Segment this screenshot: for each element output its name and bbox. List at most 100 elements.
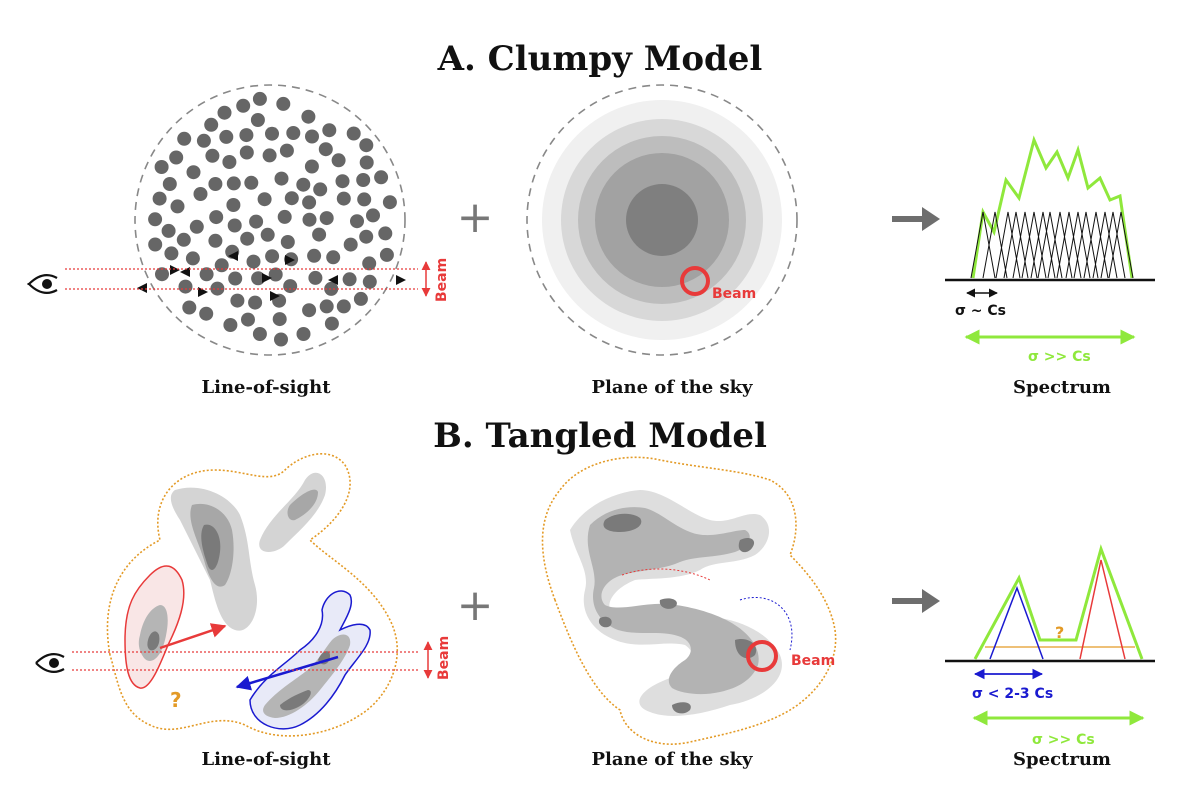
clump	[262, 148, 277, 163]
plus-icon: +	[457, 580, 494, 631]
spectrum-b	[945, 544, 1155, 726]
clump	[284, 191, 299, 206]
caption-sky-a: Plane of the sky	[591, 377, 753, 398]
clump	[230, 293, 245, 308]
spectral-component-line	[982, 211, 1008, 279]
clump	[304, 159, 319, 174]
clump	[244, 175, 259, 190]
clump	[359, 138, 374, 153]
clump	[170, 199, 185, 214]
clump	[189, 219, 204, 234]
clump	[307, 248, 322, 263]
clump	[308, 270, 323, 285]
clump	[362, 256, 377, 271]
eye-icon	[35, 652, 65, 674]
spectral-component-line	[1056, 211, 1082, 279]
clump	[227, 218, 242, 233]
clump-arrowhead	[198, 287, 208, 297]
clump	[164, 246, 179, 261]
spectral-component-line	[970, 211, 996, 279]
clump	[357, 192, 372, 207]
clump	[356, 173, 371, 187]
tangled-los	[106, 453, 399, 737]
clump	[199, 306, 214, 321]
clump	[312, 227, 327, 242]
clump	[277, 209, 292, 224]
clump	[301, 109, 316, 124]
clump	[154, 160, 169, 174]
spectral-component-line	[1012, 211, 1038, 279]
clump	[241, 312, 255, 327]
clump	[359, 229, 374, 244]
clump	[209, 210, 224, 225]
eye-icon	[27, 273, 58, 295]
spectral-component-line	[1003, 211, 1029, 279]
clump	[182, 300, 197, 315]
caption-spec-a: Spectrum	[1013, 377, 1111, 398]
clump	[176, 232, 191, 247]
clump	[248, 295, 263, 310]
clump	[265, 126, 279, 141]
caption-spec-b: Spectrum	[1013, 749, 1111, 770]
clump	[185, 251, 200, 266]
sky-beam-label-a: Beam	[712, 286, 756, 302]
clump	[161, 223, 176, 238]
clump	[265, 249, 280, 264]
clump-arrowhead	[228, 251, 238, 261]
clump	[335, 174, 350, 189]
clump	[186, 165, 201, 180]
clump	[319, 211, 334, 226]
clump	[162, 177, 177, 191]
clump	[274, 171, 289, 186]
clump	[305, 129, 319, 144]
clump	[322, 123, 337, 138]
spectral-component-line	[1037, 211, 1063, 279]
beam-circle-a	[680, 266, 710, 296]
tangled-sky	[541, 456, 837, 745]
clump	[148, 237, 163, 252]
clump-arrowhead	[270, 291, 280, 301]
caption-los-b: Line-of-sight	[201, 749, 331, 770]
clump	[319, 299, 334, 314]
clump	[148, 212, 163, 227]
clumpy-sphere	[134, 84, 406, 356]
sigma-large-b: σ >> Cs	[1032, 732, 1095, 748]
question-mark-los: ?	[170, 688, 182, 712]
clump	[296, 327, 311, 341]
spectral-component-line	[1100, 211, 1126, 279]
beam-label-b: Beam	[436, 636, 452, 680]
right-arrow-icon	[892, 207, 940, 231]
clump	[208, 233, 223, 248]
spectral-component-line	[1108, 211, 1134, 279]
sigma-small-a: σ ~ Cs	[955, 303, 1006, 319]
clump	[155, 267, 169, 282]
sigma-large-a: σ >> Cs	[1028, 349, 1091, 365]
clump	[178, 279, 193, 294]
clump	[336, 299, 351, 314]
clump	[378, 226, 393, 241]
beam-circle-b	[746, 640, 778, 672]
clump	[226, 198, 241, 212]
clump	[350, 214, 364, 229]
clump	[228, 271, 243, 286]
caption-los-a: Line-of-sight	[201, 377, 331, 398]
clump	[252, 91, 267, 106]
clump	[283, 279, 298, 294]
clump	[318, 142, 333, 157]
clump	[217, 105, 232, 120]
sky-beam-label-b: Beam	[791, 653, 835, 669]
clump	[324, 281, 339, 296]
clump-group	[148, 91, 397, 347]
clump	[169, 150, 184, 165]
clump	[279, 143, 294, 158]
panel-b-title: B. Tangled Model	[433, 416, 767, 456]
sphere-outline	[134, 84, 406, 356]
clump-arrowhead	[396, 275, 406, 285]
clump	[342, 272, 357, 287]
clump	[336, 191, 351, 206]
beam-lines-a	[65, 261, 431, 297]
clump	[196, 133, 211, 148]
spectral-component-line	[1030, 211, 1056, 279]
clump	[276, 96, 291, 111]
